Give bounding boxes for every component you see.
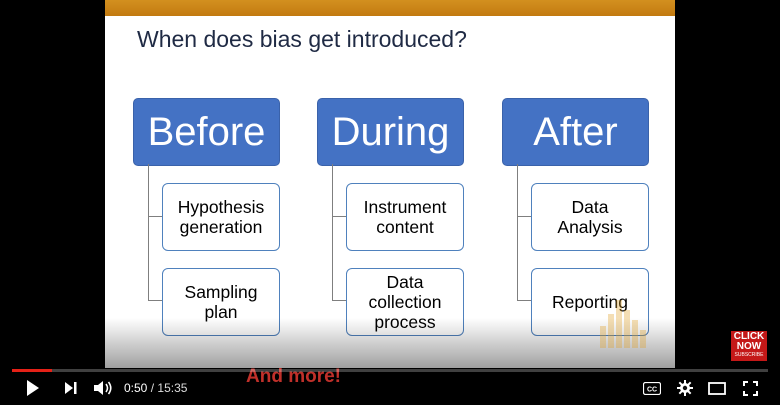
box-text-line: Data xyxy=(386,272,424,292)
fullscreen-icon xyxy=(742,380,758,396)
connector-line xyxy=(148,300,162,301)
gear-icon xyxy=(677,380,693,396)
volume-button[interactable] xyxy=(92,377,114,399)
box-text-line: Sampling xyxy=(184,282,258,302)
box-during-label: During xyxy=(331,109,450,154)
theater-mode-icon xyxy=(708,381,726,395)
box-text-line: plan xyxy=(204,302,238,322)
box-text-line: Analysis xyxy=(557,217,623,237)
connector-line xyxy=(332,164,333,301)
progress-played xyxy=(12,369,53,372)
click-now-line: NOW xyxy=(736,341,762,352)
box-text-line: content xyxy=(376,217,434,237)
progress-bar[interactable] xyxy=(12,369,768,372)
play-icon xyxy=(27,380,39,396)
box-text-line: Data xyxy=(571,197,609,217)
connector-line xyxy=(148,164,149,301)
play-button[interactable] xyxy=(22,377,44,399)
box-after: After xyxy=(502,98,649,166)
video-frame-slide: When does bias get introduced? Before Hy… xyxy=(105,0,675,368)
click-now-subscribe-text: SUBSCRIBE xyxy=(734,352,764,358)
skip-next-icon xyxy=(65,382,77,394)
box-during: During xyxy=(317,98,464,166)
connector-line xyxy=(517,164,518,301)
slide-title-bar xyxy=(105,0,675,16)
duration: 15:35 xyxy=(157,381,188,395)
click-now-line: CLICK xyxy=(733,331,765,342)
captions-button[interactable]: CC xyxy=(642,377,662,399)
time-display: 0:50 / 15:35 xyxy=(124,381,187,395)
connector-line xyxy=(517,216,531,217)
controls-gradient xyxy=(0,318,780,405)
settings-button[interactable] xyxy=(675,377,695,399)
next-button[interactable] xyxy=(60,377,82,399)
slide-title: When does bias get introduced? xyxy=(137,26,467,52)
volume-icon xyxy=(94,381,112,395)
captions-label: CC xyxy=(647,386,657,393)
closed-captions-icon: CC xyxy=(643,381,661,395)
click-now-subscribe-button[interactable]: CLICK NOW SUBSCRIBE xyxy=(731,331,767,361)
and-more-caption: And more! xyxy=(246,366,341,387)
theater-mode-button[interactable] xyxy=(706,377,728,399)
current-time: 0:50 xyxy=(124,381,148,395)
box-text-line: Instrument xyxy=(363,197,447,217)
player-controls: 0:50 / 15:35 CC xyxy=(0,372,780,405)
box-before: Before xyxy=(133,98,280,166)
connector-line xyxy=(517,300,531,301)
box-text-line: generation xyxy=(179,217,263,237)
box-after-label: After xyxy=(533,109,618,154)
connector-line xyxy=(332,216,346,217)
connector-line xyxy=(148,216,162,217)
box-text-line: Reporting xyxy=(552,292,628,312)
box-before-label: Before xyxy=(147,109,266,154)
connector-line xyxy=(332,300,346,301)
time-separator: / xyxy=(150,381,155,395)
box-text-line: collection xyxy=(368,292,442,312)
box-text-line: Hypothesis xyxy=(177,197,265,217)
fullscreen-button[interactable] xyxy=(740,377,760,399)
